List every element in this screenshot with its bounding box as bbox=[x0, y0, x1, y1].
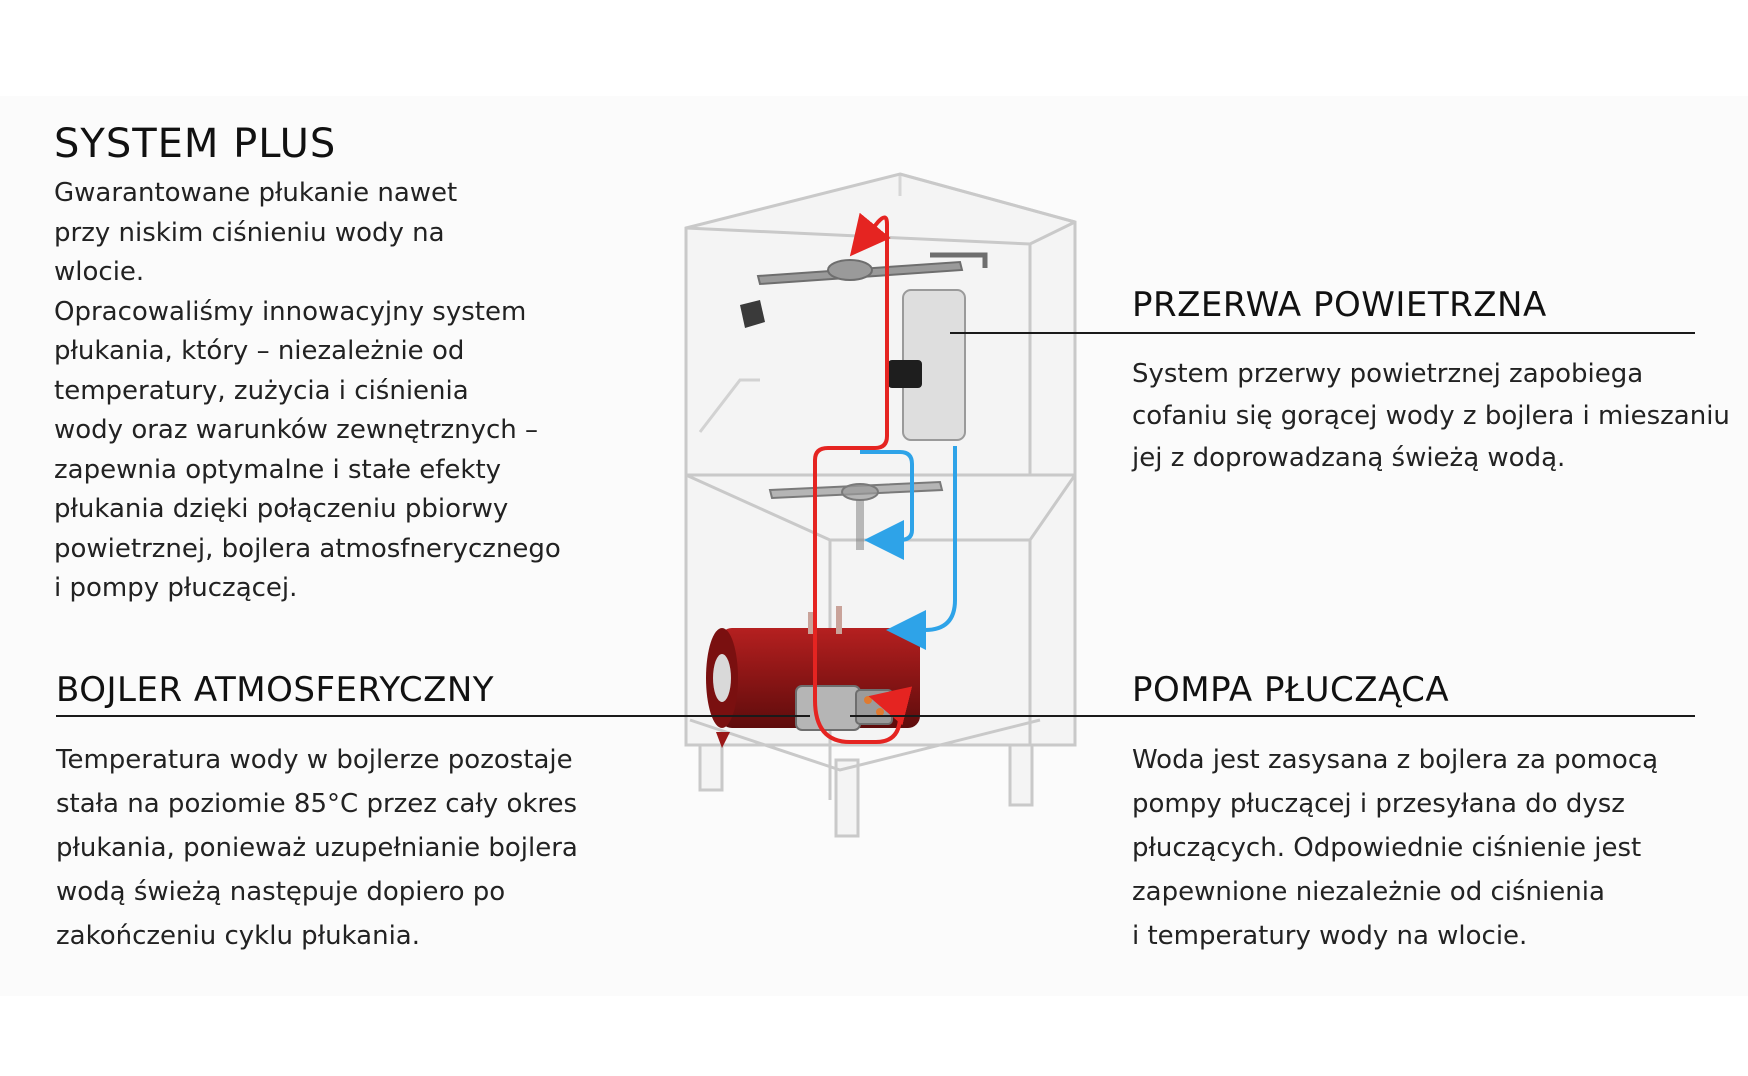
air-gap-leader-line bbox=[950, 332, 1695, 334]
hot-water-line bbox=[813, 212, 913, 744]
air-gap-title: PRZERWA POWIETRZNA bbox=[1132, 285, 1547, 325]
air-gap-body: System przerwy powietrznej zapobiega cof… bbox=[1132, 359, 1730, 473]
system-plus-body: Gwarantowane płukanie nawet przy niskim … bbox=[54, 178, 561, 603]
cold-water-line bbox=[860, 446, 957, 650]
boiler-section: BOJLER ATMOSFERYCZNY Temperatura wody w … bbox=[56, 670, 616, 958]
pump-section: POMPA PŁUCZĄCA Woda jest zasysana z bojl… bbox=[1132, 670, 1732, 958]
air-gap-section: PRZERWA POWIETRZNA System przerwy powiet… bbox=[1132, 285, 1732, 479]
upper-spray-arm bbox=[756, 252, 988, 286]
pump-title: POMPA PŁUCZĄCA bbox=[1132, 670, 1450, 710]
pump bbox=[795, 685, 893, 731]
system-plus-title: SYSTEM PLUS bbox=[54, 121, 337, 167]
boiler-body: Temperatura wody w bojlerze pozostaje st… bbox=[56, 745, 578, 951]
pump-body: Woda jest zasysana z bojlera za pomocą p… bbox=[1132, 745, 1659, 951]
boiler-title: BOJLER ATMOSFERYCZNY bbox=[56, 670, 495, 710]
air-gap-device bbox=[740, 289, 966, 441]
machine-housing bbox=[684, 172, 1077, 838]
system-plus-section: SYSTEM PLUS Gwarantowane płukanie nawet … bbox=[54, 120, 594, 609]
pump-leader-line bbox=[850, 715, 1695, 717]
boiler-leader-line bbox=[56, 715, 810, 717]
